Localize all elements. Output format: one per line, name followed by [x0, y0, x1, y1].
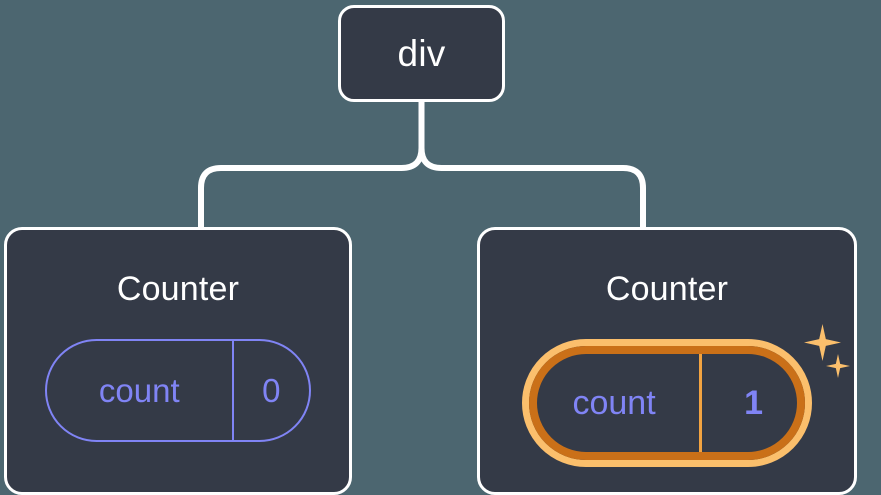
node-counter-left[interactable]: Counter count 0 [4, 227, 352, 495]
state-value-label-left: 0 [231, 341, 309, 440]
state-key-label-left: count [98, 372, 180, 409]
state-pill-wrap-left: count 0 [45, 339, 311, 442]
edge-root-to-left-counter [198, 99, 425, 230]
node-counter-right[interactable]: Counter count 1 [477, 227, 857, 495]
node-counter-right-title: Counter [605, 270, 729, 308]
state-value-label-right: 1 [699, 346, 805, 460]
node-div[interactable]: div [338, 5, 505, 102]
state-key-label-right: count [572, 384, 656, 422]
state-pill-count-left[interactable]: count 0 [45, 339, 311, 442]
node-counter-left-title: Counter [116, 270, 240, 308]
edge-root-to-right-counter [418, 99, 646, 230]
state-pill-count-right[interactable]: count 1 [522, 339, 812, 467]
node-div-label: div [397, 33, 446, 74]
state-pill-wrap-right: count 1 [522, 339, 812, 467]
